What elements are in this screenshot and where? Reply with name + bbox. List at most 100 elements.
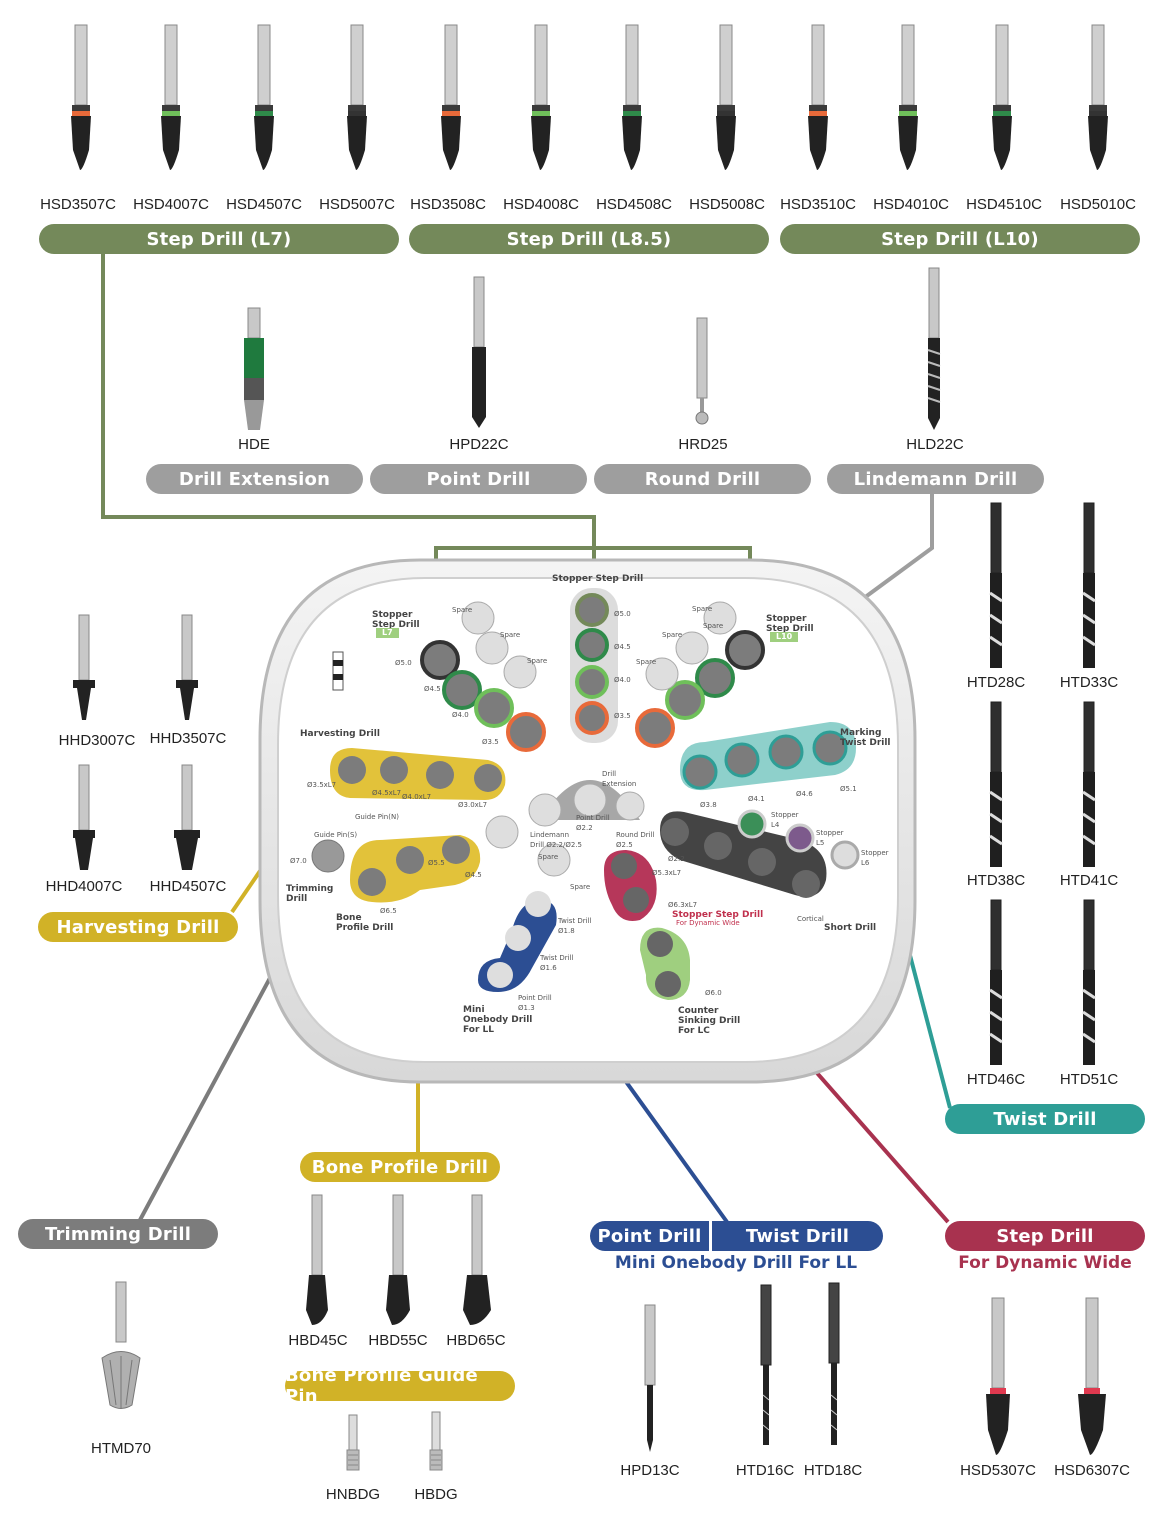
- bone-profile-drill-icon: [386, 1194, 410, 1325]
- mini-point-drill-pill: Point Drill: [590, 1221, 709, 1251]
- kit-label-short: Short Drill: [824, 923, 877, 933]
- round-drill-icon: [695, 317, 709, 425]
- kit-label-stopper-dyn: Stopper Step Drill: [672, 910, 764, 920]
- twist-code: HTD33C: [1059, 674, 1119, 691]
- stopper-l6-slot: [830, 840, 860, 870]
- kit-label-spare: Spare: [500, 631, 521, 639]
- dynamic-step-drill-pill: Step Drill: [945, 1221, 1145, 1251]
- mini-twist-drill-pill: Twist Drill: [712, 1221, 883, 1251]
- tool-code: HPD22C: [449, 436, 509, 453]
- kit-diameter: Ø7.0: [290, 857, 307, 865]
- twist-slot: [680, 722, 856, 791]
- point-drill-slot: [573, 783, 607, 817]
- kit-label-spare: Spare: [527, 657, 548, 665]
- bone-profile-guide-pin-pill: Bone Profile Guide Pin: [285, 1365, 515, 1407]
- stopper-l4-slot: [737, 809, 767, 839]
- harvest-code: HHD3507C: [149, 730, 227, 747]
- step-drill-code: HSD3507C: [40, 196, 116, 213]
- step-drill-code: HSD5007C: [319, 196, 395, 213]
- kit-diameter: Ø4.5: [465, 871, 482, 879]
- point-drill-pill: Point Drill: [370, 464, 587, 494]
- twist-drill-pill: Twist Drill: [945, 1104, 1145, 1134]
- harvesting-drill-icon: [174, 764, 200, 870]
- lindemann-slot: [528, 793, 562, 827]
- harvesting-drill-icon: [176, 614, 198, 720]
- stopper-l10-group: [635, 601, 765, 748]
- kit-diameter: Ø4.5: [424, 685, 441, 693]
- guide-pin-icon: [346, 1414, 360, 1471]
- kit-label-spare: Spare: [538, 853, 559, 861]
- stopper-l7-group: [420, 601, 546, 752]
- round-drill-pill: Round Drill: [594, 464, 811, 494]
- twist-drill-icon: [1082, 899, 1096, 1065]
- mini-twist-drill-icon: [828, 1282, 840, 1445]
- lindemann-drill-icon: [927, 267, 941, 430]
- harvesting-drill-pill: Harvesting Drill: [38, 912, 238, 942]
- step-drill-l7-pill: Step Drill (L7): [39, 224, 399, 254]
- harvest-code: HHD4507C: [149, 878, 227, 895]
- step-drill-icon: [347, 24, 367, 170]
- bone-profile-code: HBD45C: [288, 1332, 348, 1349]
- kit-diameter: Ø4.6: [796, 790, 813, 798]
- tool-code: HRD25: [678, 436, 728, 453]
- step-drill-icon: [161, 24, 181, 170]
- step-drill-code: HSD3510C: [780, 196, 856, 213]
- step-drill-icons: [71, 24, 1108, 170]
- mini-twist-drill-icon: [760, 1284, 772, 1445]
- kit-diameter: Ø4.0xL7: [402, 793, 432, 801]
- step-drill-icon: [622, 24, 642, 170]
- tool-code: HDE: [238, 436, 270, 453]
- bone-profile-code: HBD65C: [446, 1332, 506, 1349]
- step-drill-code: HSD4510C: [966, 196, 1042, 213]
- kit-diameter: Ø4.0: [452, 711, 469, 719]
- harvesting-drill-icon: [73, 614, 95, 720]
- harvesting-slots: [338, 756, 502, 792]
- dynamic-step-drill-icon: [986, 1297, 1010, 1455]
- kit-diameter: Ø4.1: [748, 795, 765, 803]
- harvesting-drill-icon: [73, 764, 95, 870]
- kit-label-harvesting: Harvesting Drill: [300, 729, 380, 739]
- step-drill-code: HSD3508C: [410, 196, 486, 213]
- step-drill-icon: [808, 24, 828, 170]
- twist-code: HTD28C: [966, 674, 1026, 691]
- kit-label-spare: Spare: [452, 606, 473, 614]
- guide-pin-code: HBDG: [414, 1486, 458, 1503]
- step-drill-code: HSD4010C: [873, 196, 949, 213]
- kit-diameter: Ø4.5: [614, 643, 631, 651]
- kit-label-guide-n: Guide Pin(N): [355, 813, 399, 821]
- step-drill-code: HSD4508C: [596, 196, 672, 213]
- kit-diameter: Ø3.0xL7: [458, 801, 488, 809]
- trimming-drill-pill: Trimming Drill: [18, 1219, 218, 1249]
- kit-diameter: Ø3.5xL7: [307, 781, 337, 789]
- mini-subtitle: Mini Onebody Drill For LL: [614, 1253, 858, 1273]
- kit-diameter: Ø2.2: [668, 855, 685, 863]
- step-drill-icon: [71, 24, 91, 170]
- kit-diameter: Ø5.0: [395, 659, 412, 667]
- trimming-drill-slot: [311, 839, 345, 873]
- trimming-code: HTMD70: [90, 1440, 152, 1457]
- twist-drill-icon: [1082, 502, 1096, 668]
- kit-label-stopper-center: Stopper Step Drill: [552, 574, 644, 584]
- twist-code: HTD41C: [1059, 872, 1119, 889]
- kit-diameter: Ø6.0: [705, 989, 722, 997]
- dynamic-step-drill-icon: [1078, 1297, 1106, 1455]
- dynamic-code: HSD6307C: [1054, 1462, 1130, 1479]
- guide-pin-code: HNBDG: [325, 1486, 381, 1503]
- kit-diameter: Ø4.0: [614, 676, 631, 684]
- short-drill-slot: [660, 811, 827, 897]
- step-drill-icon: [992, 24, 1012, 170]
- step-drill-l85-pill: Step Drill (L8.5): [409, 224, 769, 254]
- spare-slot: [485, 815, 519, 849]
- twist-code: HTD46C: [966, 1071, 1026, 1088]
